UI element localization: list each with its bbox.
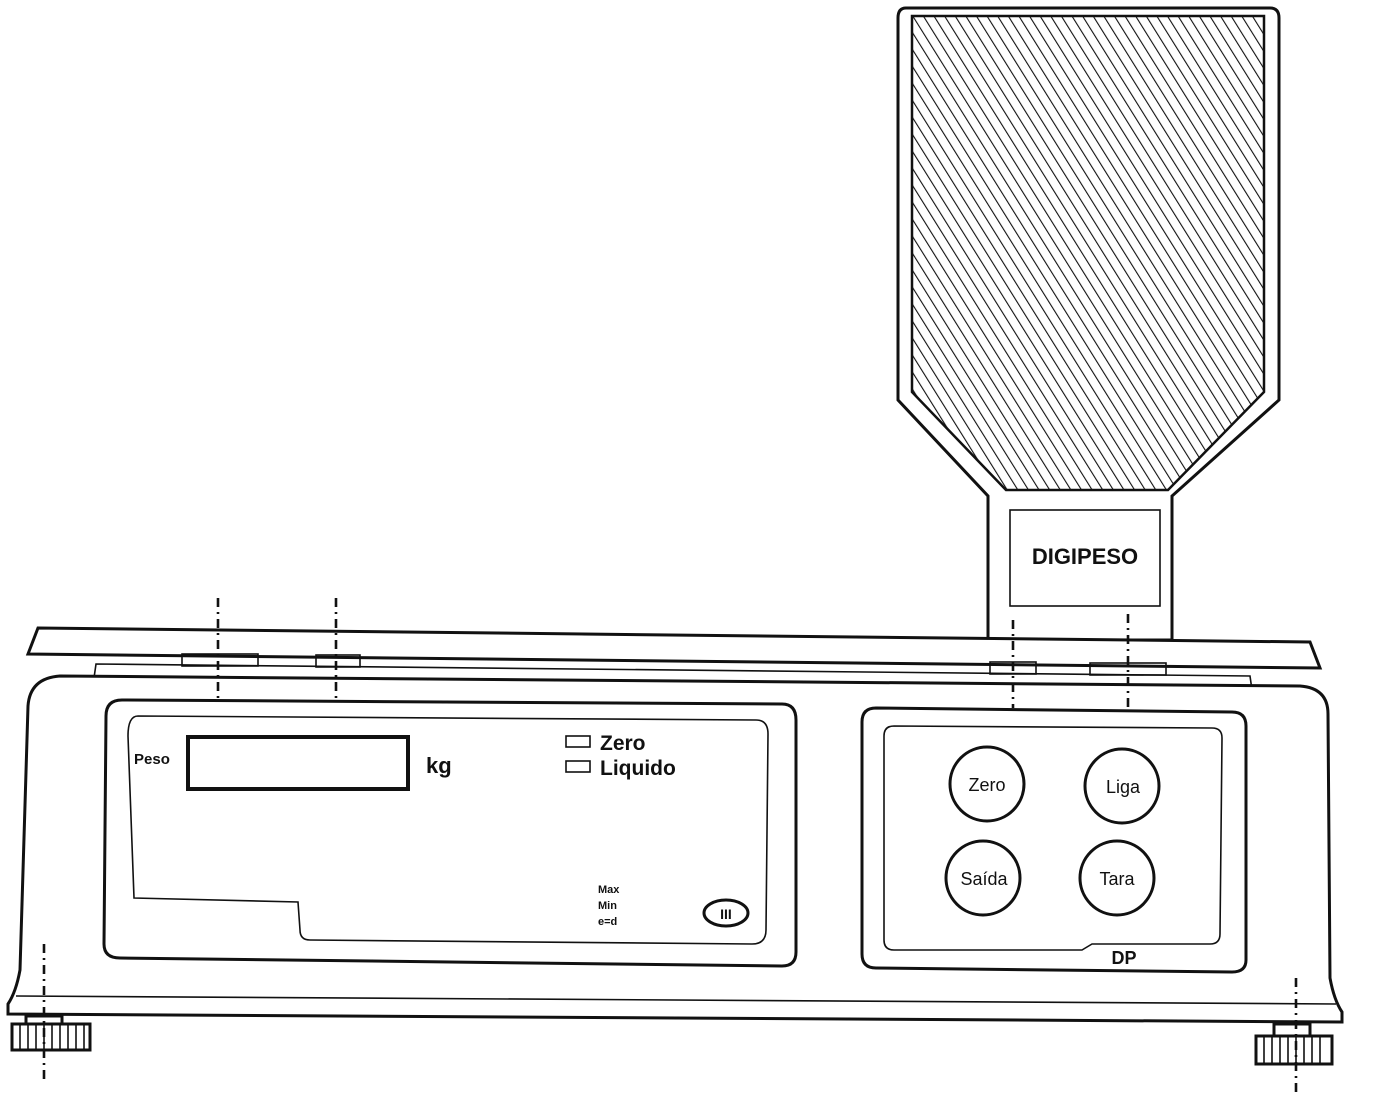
max-label: Max	[598, 884, 620, 896]
keypad-panel: DP	[860, 706, 1248, 974]
e-equals-d-label: e=d	[598, 916, 617, 928]
weight-label: Peso	[134, 751, 170, 768]
brand-plate	[1009, 509, 1161, 607]
liquido-indicator-label: Liquido	[600, 757, 676, 780]
leveling-foot-left	[10, 1014, 92, 1052]
leveling-foot-right	[1254, 1022, 1334, 1066]
svg-text:Tara: Tara	[1099, 869, 1135, 889]
svg-text:Liga: Liga	[1106, 777, 1141, 797]
zero-indicator-label: Zero	[600, 732, 646, 755]
accuracy-class-mark	[702, 898, 750, 928]
liga-button[interactable]: Liga	[1083, 747, 1161, 825]
center-lines	[42, 598, 1298, 1092]
tower: DIGIPESO	[896, 6, 1281, 642]
saida-button[interactable]: Saída	[944, 839, 1022, 917]
model-label: DP	[1111, 948, 1136, 968]
svg-text:Zero: Zero	[968, 775, 1005, 795]
weight-display-window	[186, 735, 410, 791]
brand-label: DIGIPESO	[1032, 544, 1138, 569]
tower-screen-hatched	[910, 14, 1266, 492]
svg-text:Saída: Saída	[960, 869, 1008, 889]
accuracy-class-label: III	[720, 906, 732, 922]
unit-label: kg	[426, 753, 452, 778]
zero-indicator-led	[565, 735, 591, 748]
tara-button[interactable]: Tara	[1078, 839, 1156, 917]
min-label: Min	[598, 900, 617, 912]
zero-button[interactable]: Zero	[948, 745, 1026, 823]
liquido-indicator-led	[565, 760, 591, 773]
display-panel: Peso kg Zero Liquido Max Min e=d III	[102, 698, 798, 968]
